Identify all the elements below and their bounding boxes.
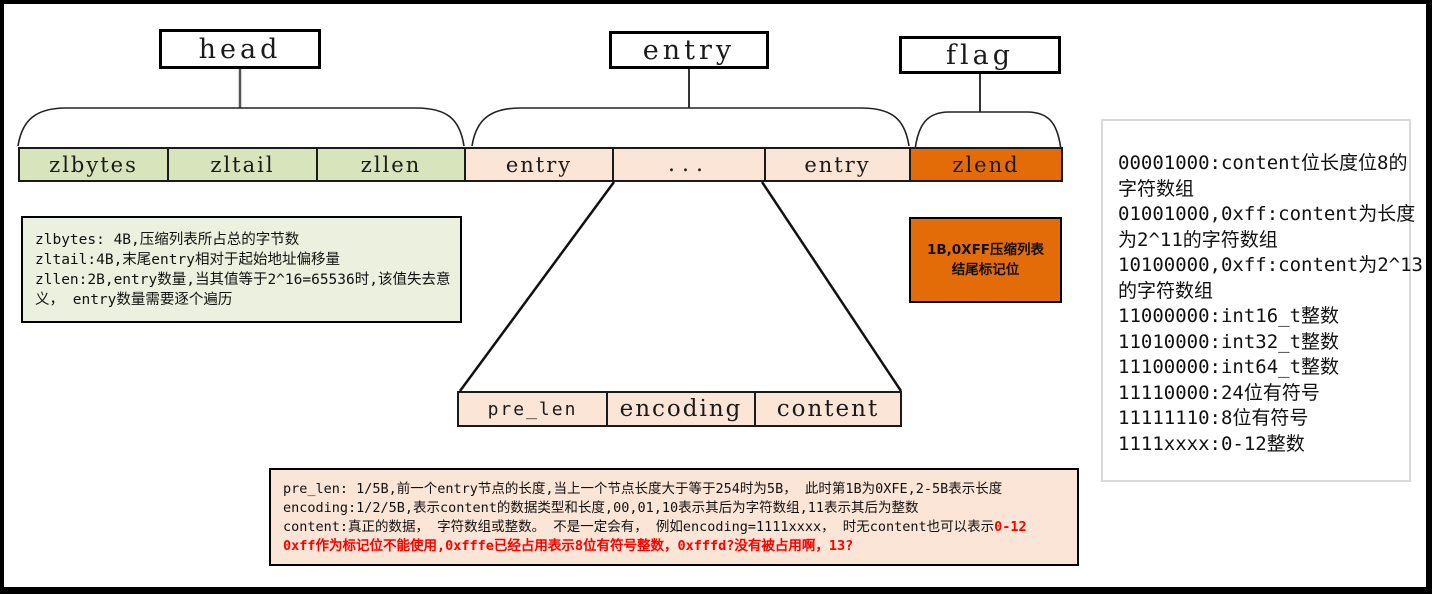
cell-zllen: zllen [316,147,466,182]
zlend-note-line-1: 1B,0XFF压缩列表 [926,242,1045,258]
cell-encoding: encoding [606,391,756,427]
cell-entry-1-label: entry [505,152,573,177]
flag-label-box: flag [899,36,1061,74]
enc-line-3: 01001000,0xff:content为长度 [1118,203,1416,225]
enc-line-9: 11100000:int64_t整数 [1118,356,1340,378]
enc-line-10: 11110000:24位有符号 [1118,381,1320,404]
cell-zlbytes: zlbytes [18,147,169,182]
enc-line-7: 11000000:int16_t整数 [1118,305,1340,327]
head-fields-note: zlbytes: 4B,压缩列表所占总的字节数 zltail:4B,末尾entr… [21,216,462,323]
cell-entry-ellipsis-label: ... [668,152,710,177]
cell-content-label: content [776,396,880,422]
entry-label-box: entry [609,31,769,69]
entry-note-line-3: content:真正的数据， 字符数组或整数。 不是一定会有， 例如encodi… [283,518,1077,537]
cell-entry-1: entry [464,147,614,182]
cell-zlend-label: zlend [952,152,1020,177]
expand-line-left [458,181,616,392]
entry-note-line-3-highlight: 0-12 [994,519,1027,535]
enc-line-12: 1111xxxx:0-12整数 [1118,432,1305,455]
cell-zlbytes-label: zlbytes [49,152,138,177]
flag-label: flag [945,39,1014,71]
cell-content: content [754,391,902,427]
enc-line-2: 字符数组 [1118,177,1195,200]
encoding-values-box: 00001000:content位长度位8的 字符数组 01001000,0xf… [1101,119,1423,482]
zlend-note: 1B,0XFF压缩列表 结尾标记位 [909,217,1062,303]
cell-pre-len-label: pre_len [487,398,578,420]
entry-sub-row: pre_len encoding content [457,391,902,427]
cell-zlend: zlend [909,147,1063,182]
entry-note-line-1: pre_len: 1/5B,前一个entry节点的长度,当上一个节点长度大于等于… [283,481,1003,497]
cell-entry-2: entry [764,147,911,182]
entry-note-line-4: 0xff作为标记位不能使用,0xfffe已经占用表示8位有符号整数，0xfffd… [283,538,854,554]
cell-zltail: zltail [167,147,318,182]
connector-lines-layer [17,68,1062,392]
cell-zllen-label: zllen [360,152,422,177]
head-label-box: head [159,29,321,69]
entry-note-line-2: encoding:1/2/5B,表示content的数据类型和长度,00,01,… [283,500,919,516]
head-note-line-2: zltail:4B,末尾entry相对于起始地址偏移量 [35,252,340,268]
enc-line-1: 00001000:content位长度位8的 [1118,152,1408,174]
flag-brace [914,111,1062,151]
enc-line-11: 11111110:8位有符号 [1118,407,1309,429]
enc-line-6: 的字符数组 [1118,279,1214,302]
enc-line-8: 11010000:int32_t整数 [1118,330,1340,353]
cell-entry-2-label: entry [804,152,871,177]
entry-label: entry [642,34,736,66]
cell-encoding-label: encoding [619,396,743,422]
enc-line-5: 10100000,0xff:content为2^13 [1118,254,1423,276]
cell-entry-ellipsis: ... [612,147,766,182]
head-note-line-1: zlbytes: 4B,压缩列表所占总的字节数 [35,232,300,248]
head-brace [17,107,465,147]
zlend-note-line-2: 结尾标记位 [951,262,1020,278]
enc-line-4: 为2^11的字符数组 [1118,228,1278,251]
expand-line-right [760,181,903,392]
entry-brace [471,107,910,147]
head-label: head [198,33,282,65]
head-note-line-4: 义， entry数量需要逐个遍历 [35,292,233,308]
ziplist-main-row: zlbytes zltail zllen entry ... entry zle… [18,147,1063,182]
entry-fields-note: pre_len: 1/5B,前一个entry节点的长度,当上一个节点长度大于等于… [269,468,1079,566]
head-note-line-3: zllen:2B,entry数量,当其值等于2^16=65536时,该值失去意 [35,272,451,288]
cell-zltail-label: zltail [210,152,275,177]
cell-pre-len: pre_len [457,391,608,427]
entry-note-line-3-text: content:真正的数据， 字符数组或整数。 不是一定会有， 例如encodi… [283,519,995,535]
